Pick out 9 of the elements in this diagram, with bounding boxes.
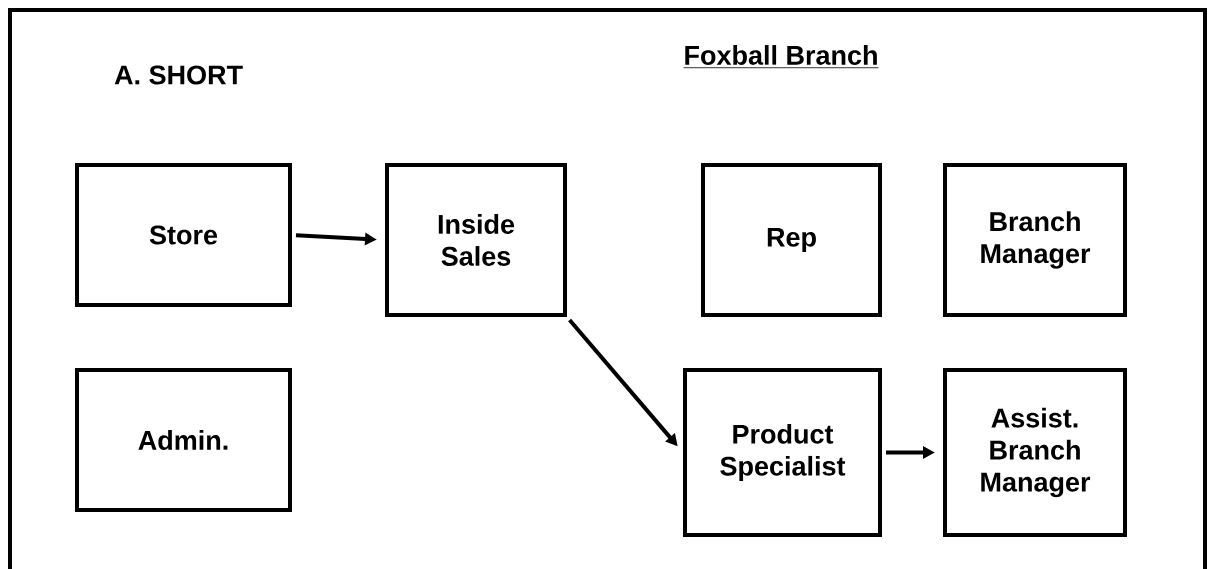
section-label: A. SHORT bbox=[114, 65, 243, 85]
role-box: Inside Sales bbox=[385, 163, 567, 317]
title: Foxball Branch bbox=[683, 45, 879, 69]
role-box: Store bbox=[75, 163, 292, 307]
role-box: Branch Manager bbox=[943, 163, 1127, 317]
role-box: Admin. bbox=[75, 368, 292, 512]
role-box: Rep bbox=[701, 163, 882, 317]
role-box: Product Specialist bbox=[683, 368, 882, 537]
role-box: Assist. Branch Manager bbox=[943, 368, 1127, 537]
